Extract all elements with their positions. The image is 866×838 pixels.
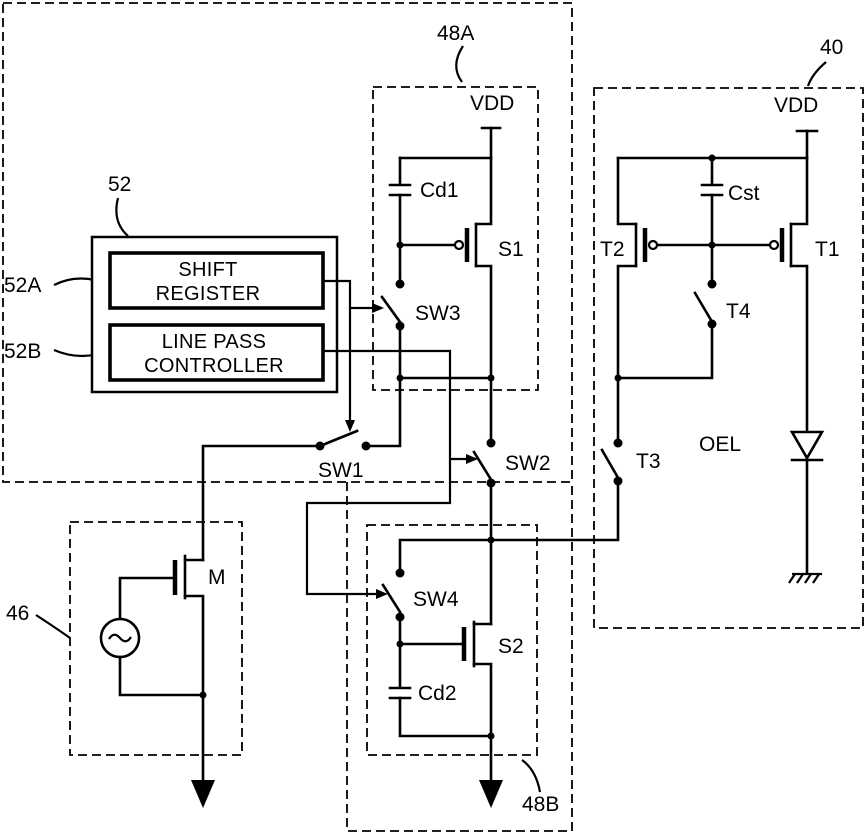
region-40-outline — [594, 88, 863, 628]
sw4-label: SW4 — [413, 588, 459, 611]
t4-label: T4 — [726, 300, 751, 323]
shift-register-label-line2: REGISTER — [156, 283, 261, 305]
t4-down-wire — [618, 324, 712, 378]
s1-drain — [476, 158, 491, 224]
s2-source — [474, 664, 491, 782]
t1-gate-bubble — [770, 241, 778, 249]
leader-46 — [36, 615, 70, 638]
line-pass-label-line1: LINE PASS — [162, 331, 267, 353]
sw3-top-contact — [396, 280, 405, 289]
m-label: M — [208, 566, 226, 589]
node-m-ground — [200, 692, 207, 699]
leader-48b — [522, 760, 540, 792]
node-sw2-data — [488, 537, 495, 544]
t1-label: T1 — [815, 238, 840, 261]
sw4-top-contact — [396, 569, 405, 578]
sw2-blade — [474, 452, 490, 478]
t2-drain — [618, 158, 636, 224]
ref-label-48a: 48A — [437, 22, 474, 45]
node-cd2-ground — [488, 733, 495, 740]
ref-label-52a: 52A — [4, 274, 41, 297]
oel-diode — [792, 432, 822, 458]
ref-label-46: 46 — [6, 602, 29, 625]
ac-source-bottom-wire — [120, 657, 203, 695]
t3-top-contact — [614, 439, 623, 448]
sw3-blade — [382, 297, 400, 322]
ground-arrow-48b — [479, 780, 503, 808]
sw1-label: SW1 — [318, 459, 364, 482]
oel-label: OEL — [699, 433, 741, 456]
node-sw3-bus — [397, 375, 404, 382]
arrowhead-sw1-control — [345, 420, 355, 432]
ref-label-40: 40 — [820, 36, 843, 59]
t2-gate-bubble — [649, 241, 657, 249]
s1-source — [476, 266, 491, 443]
ref-label-52b: 52B — [4, 340, 41, 363]
vdd-40-label: VDD — [774, 94, 818, 117]
t3-blade — [602, 450, 617, 476]
ground-arrow-46 — [191, 780, 215, 808]
leader-48a — [456, 46, 463, 82]
shift-register-label-line1: SHIFT — [178, 259, 237, 281]
ref-label-48b: 48B — [522, 793, 559, 816]
s1-gate-bubble — [455, 241, 463, 249]
vdd-48a-label: VDD — [470, 92, 514, 115]
line-pass-label-line2: CONTROLLER — [144, 355, 284, 377]
leader-40 — [808, 62, 826, 86]
sw1-to-m-wire — [203, 446, 320, 560]
ground-symbol-40 — [789, 574, 822, 583]
cd2-label: Cd2 — [418, 682, 457, 705]
sw1-blade — [320, 431, 357, 446]
sw3-down-wire — [366, 326, 400, 446]
leader-52 — [116, 198, 128, 236]
t3-bottom-contact — [614, 477, 623, 486]
region-48b-outer-outline — [347, 482, 572, 831]
m-gate-wire — [120, 578, 173, 618]
t4-top-contact — [708, 280, 717, 289]
data-line-to-t3 — [400, 482, 618, 573]
node-s1-bus — [488, 375, 495, 382]
sw4-blade — [383, 585, 400, 612]
t2-label: T2 — [600, 238, 625, 261]
t2-source — [618, 266, 636, 442]
region-46-outline — [70, 522, 242, 755]
s2-label: S2 — [498, 635, 524, 658]
ref-label-52: 52 — [108, 173, 131, 196]
sw2-top-contact — [487, 439, 496, 448]
sw2-label: SW2 — [505, 452, 551, 475]
sw1-right-contact — [362, 442, 371, 451]
t1-drain — [791, 158, 807, 224]
node-t2-t4 — [615, 375, 622, 382]
s1-label: S1 — [498, 238, 524, 261]
arrowhead-sw3-control — [372, 303, 384, 313]
t3-label: T3 — [636, 450, 661, 473]
sw3-label: SW3 — [415, 302, 461, 325]
cd1-label: Cd1 — [420, 179, 459, 202]
t1-source — [791, 266, 807, 432]
t4-blade — [695, 293, 711, 320]
cst-label: Cst — [728, 182, 760, 205]
